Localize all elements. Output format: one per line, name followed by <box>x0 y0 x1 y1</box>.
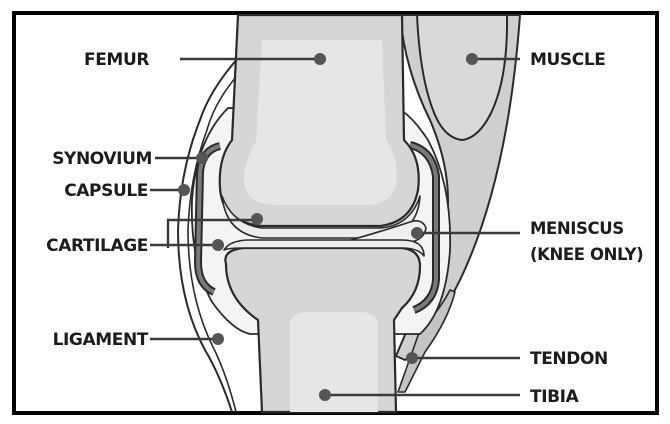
pointer-ligament <box>212 333 224 345</box>
tibia-highlight <box>290 312 378 412</box>
pointer-tibia <box>319 389 331 401</box>
pointer-muscle <box>466 53 478 65</box>
pointer-cartilage-upper <box>251 213 263 225</box>
pointer-cartilage-lower <box>212 239 224 251</box>
pointer-tendon <box>406 352 418 364</box>
label-muscle: MUSCLE <box>530 50 606 70</box>
pointer-synovium <box>196 152 208 164</box>
label-synovium: SYNOVIUM <box>52 149 152 169</box>
label-femur: FEMUR <box>84 50 149 70</box>
label-ligament: LIGAMENT <box>53 330 149 350</box>
pointer-capsule <box>178 184 190 196</box>
label-tibia: TIBIA <box>530 387 580 407</box>
label-cartilage: CARTILAGE <box>46 236 148 256</box>
label-capsule: CAPSULE <box>64 181 148 201</box>
pointer-meniscus <box>411 227 423 239</box>
label-tendon: TENDON <box>530 349 608 369</box>
pointer-femur <box>314 53 326 65</box>
label-meniscus: MENISCUS <box>530 219 624 238</box>
label-meniscus-note: (KNEE ONLY) <box>530 245 643 264</box>
